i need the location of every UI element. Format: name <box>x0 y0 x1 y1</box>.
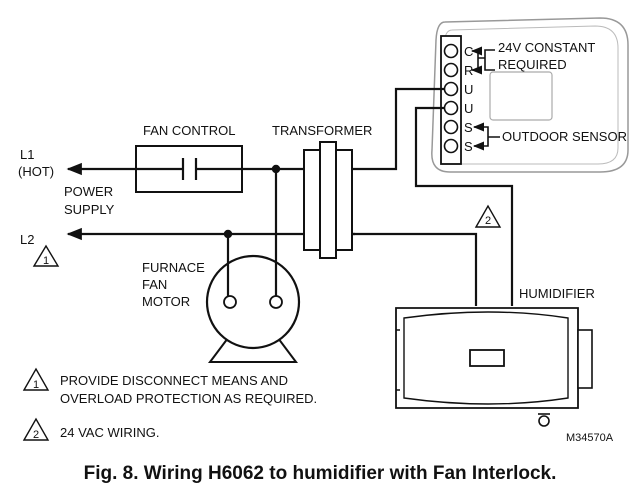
humidifier <box>395 307 593 427</box>
humidifier-label: HUMIDIFIER <box>519 286 595 301</box>
fan-control-relay <box>135 145 243 193</box>
figure-caption: Fig. 8. Wiring H6062 to humidifier with … <box>83 463 557 484</box>
note2-text: 24 VAC WIRING. <box>60 425 159 440</box>
terminal-label-r: R <box>464 63 473 78</box>
fan-control-label: FAN CONTROL <box>143 123 235 138</box>
outdoor-sensor-label: OUTDOOR SENSOR <box>502 129 627 144</box>
transformer-to-humidifier-wire <box>352 232 478 306</box>
power-required-label: REQUIRED <box>498 57 567 72</box>
motor-label: MOTOR <box>142 294 190 309</box>
terminal-screws <box>443 43 459 154</box>
transformer-to-u1-wire <box>352 87 444 171</box>
fan-label: FAN <box>142 277 167 292</box>
transformer-label: TRANSFORMER <box>272 123 372 138</box>
wiring-note-marker: 2 <box>485 215 491 227</box>
furnace-fan-motor <box>205 254 301 363</box>
display-window <box>489 71 553 121</box>
note1-triangle <box>22 367 50 391</box>
l2-note-marker: 1 <box>43 255 49 267</box>
terminal-label-s2: S <box>464 139 473 154</box>
note2-triangle <box>22 417 50 441</box>
furnace-label: FURNACE <box>142 260 205 275</box>
h6062-controller: C R U U S S <box>431 17 629 173</box>
outdoor-sensor-bracket <box>472 122 500 151</box>
power-label: POWER <box>64 184 113 199</box>
l2-label: L2 <box>20 232 34 247</box>
terminal-label-u2: U <box>464 101 473 116</box>
wiring-note-triangle <box>474 204 502 228</box>
hot-label: (HOT) <box>18 164 54 179</box>
power-24v-bracket <box>470 46 495 75</box>
terminal-label-c: C <box>464 44 473 59</box>
supply-label: SUPPLY <box>64 202 115 217</box>
transformer <box>303 141 353 259</box>
terminal-label-u1: U <box>464 82 473 97</box>
l1-label: L1 <box>20 147 34 162</box>
power-24v-label: 24V CONSTANT <box>498 40 595 55</box>
terminal-label-s1: S <box>464 120 473 135</box>
note1-text-line2: OVERLOAD PROTECTION AS REQUIRED. <box>60 391 317 406</box>
note1-text-line1: PROVIDE DISCONNECT MEANS AND <box>60 373 288 388</box>
humidifier-indicator <box>469 349 505 367</box>
note2-marker: 2 <box>33 429 39 441</box>
diagram-canvas: C R U U S S 24V CONSTANT REQUIRED OUTDOO… <box>18 17 629 444</box>
l2-note-triangle <box>32 244 60 267</box>
humidifier-drain-fitting <box>538 415 550 427</box>
junction-l2 <box>223 229 233 239</box>
u2-to-humidifier-wire <box>414 106 514 306</box>
figure-code: M34570A <box>566 432 614 444</box>
note1-marker: 1 <box>33 379 39 391</box>
